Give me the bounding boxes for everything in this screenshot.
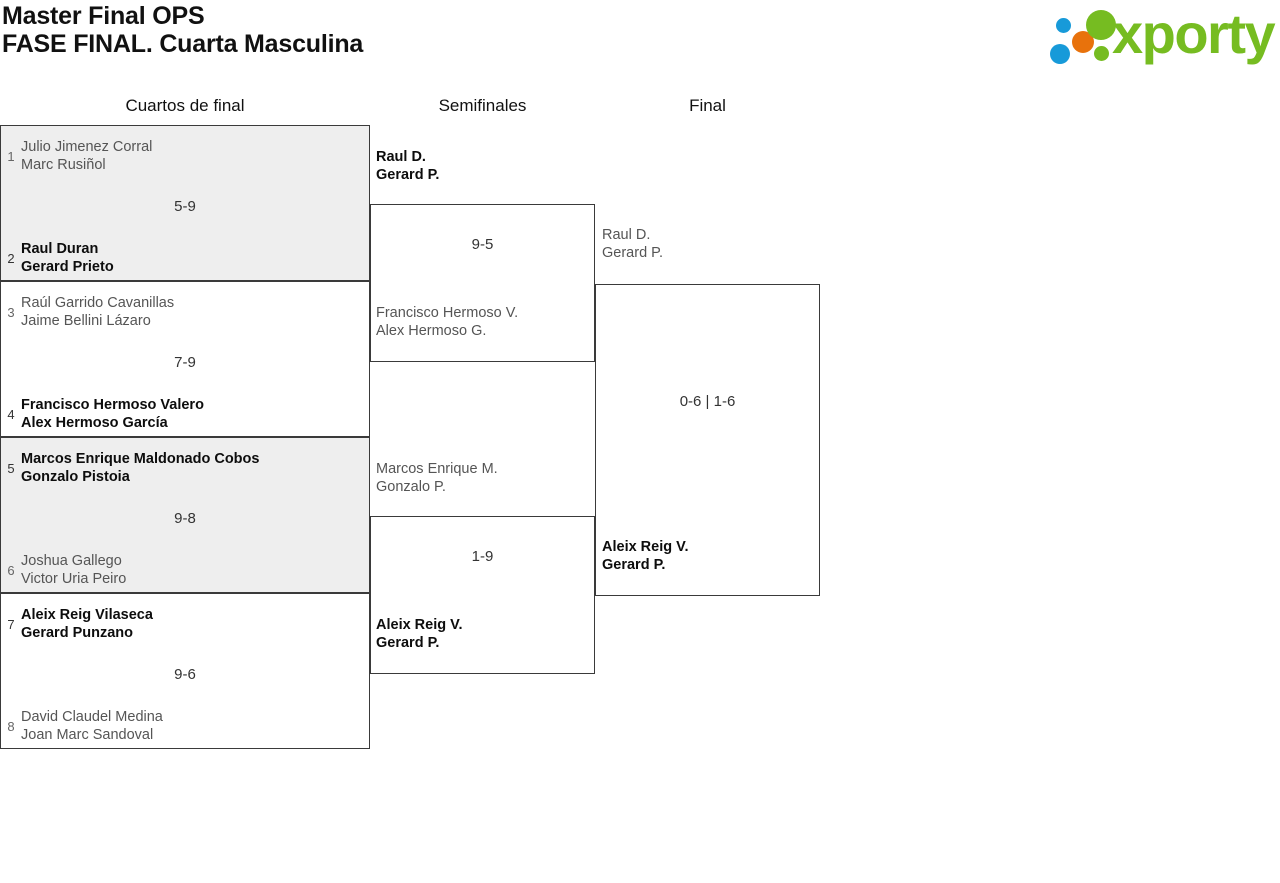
competitor-pair-top[interactable]: 1 Julio Jimenez Corral Marc Rusiñol — [1, 138, 152, 174]
player-name-1: David Claudel Medina — [21, 709, 163, 725]
player-name-1: Raul D. — [602, 227, 651, 243]
logo-dot-blue-small — [1056, 18, 1071, 33]
player-name-2: Gerard Punzano — [21, 625, 133, 641]
match-final[interactable]: 0-6 | 1-6 — [595, 284, 820, 596]
player-name-2: Gerard P. — [376, 635, 440, 651]
seed-number: 6 — [7, 562, 15, 578]
round-header-final: Final — [689, 96, 726, 115]
player-names: Julio Jimenez Corral Marc Rusiñol — [21, 138, 152, 174]
page-header: Master Final OPS FASE FINAL. Cuarta Masc… — [0, 0, 1280, 88]
competitor-pair-semifinal-2-bottom[interactable]: Aleix Reig V. Gerard P. — [376, 616, 463, 652]
competitor-pair-top[interactable]: 3 Raúl Garrido Cavanillas Jaime Bellini … — [1, 294, 174, 330]
competitor-pair-bottom[interactable]: 8 David Claudel Medina Joan Marc Sandova… — [1, 708, 163, 744]
player-name-1: Joshua Gallego — [21, 553, 122, 569]
competitor-pair-semifinal-1-bottom[interactable]: Francisco Hermoso V. Alex Hermoso G. — [376, 304, 518, 340]
player-name-2: Joan Marc Sandoval — [21, 727, 154, 743]
player-name-2: Alex Hermoso G. — [376, 323, 487, 339]
player-name-2: Gerard P. — [376, 167, 440, 183]
match-score: 5-9 — [174, 198, 196, 215]
player-name-2: Gonzalo Pistoia — [21, 469, 130, 485]
match-score: 0-6 | 1-6 — [679, 393, 736, 410]
seed-number: 7 — [7, 616, 15, 632]
seed-number: 3 — [7, 304, 15, 320]
player-name-1: Aleix Reig V. — [376, 617, 463, 633]
seed-number: 2 — [7, 250, 15, 266]
player-name-2: Gerard P. — [602, 557, 666, 573]
player-names: Marcos Enrique Maldonado Cobos Gonzalo P… — [21, 450, 259, 486]
round-header-semifinals: Semifinales — [438, 96, 527, 115]
competitor-pair-bottom[interactable]: 6 Joshua Gallego Victor Uria Peiro — [1, 552, 126, 588]
player-name-2: Alex Hermoso García — [21, 415, 168, 431]
match-score: 7-9 — [174, 354, 196, 371]
match-score: 1-9 — [471, 548, 494, 565]
match-quarterfinal-1[interactable]: 1 Julio Jimenez Corral Marc Rusiñol 5-9 … — [0, 125, 370, 281]
seed-number: 5 — [7, 460, 15, 476]
player-names: Joshua Gallego Victor Uria Peiro — [21, 552, 126, 588]
tournament-subtitle: FASE FINAL. Cuarta Masculina — [2, 30, 364, 58]
player-name-2: Marc Rusiñol — [21, 157, 106, 173]
seed-number: 4 — [7, 406, 15, 422]
player-name-2: Jaime Bellini Lázaro — [21, 313, 151, 329]
logo-dot-orange — [1072, 31, 1094, 53]
logo-dot-blue-large — [1050, 44, 1070, 64]
match-score: 9-8 — [174, 510, 196, 527]
competitor-pair-bottom[interactable]: 2 Raul Duran Gerard Prieto — [1, 240, 114, 276]
player-names: Aleix Reig Vilaseca Gerard Punzano — [21, 606, 153, 642]
player-name-1: Marcos Enrique M. — [376, 461, 498, 477]
player-names: David Claudel Medina Joan Marc Sandoval — [21, 708, 163, 744]
player-name-2: Victor Uria Peiro — [21, 571, 127, 587]
player-names: Raul Duran Gerard Prieto — [21, 240, 114, 276]
player-name-1: Francisco Hermoso V. — [376, 305, 519, 321]
player-name-1: Raul D. — [376, 149, 426, 165]
competitor-pair-final-top[interactable]: Raul D. Gerard P. — [602, 226, 663, 262]
round-header-quarterfinals: Cuartos de final — [125, 96, 245, 115]
logo-wordmark: xporty — [1112, 2, 1276, 65]
competitor-pair-bottom[interactable]: 4 Francisco Hermoso Valero Alex Hermoso … — [1, 396, 204, 432]
match-quarterfinal-4[interactable]: 7 Aleix Reig Vilaseca Gerard Punzano 9-6… — [0, 593, 370, 749]
competitor-pair-semifinal-2-top[interactable]: Marcos Enrique M. Gonzalo P. — [376, 460, 498, 496]
player-name-1: Marcos Enrique Maldonado Cobos — [21, 451, 260, 467]
seed-number: 1 — [7, 148, 15, 164]
player-name-1: Aleix Reig V. — [602, 539, 689, 555]
match-semifinal-1[interactable]: 9-5 — [370, 204, 595, 362]
player-name-2: Gerard Prieto — [21, 259, 114, 275]
player-name-2: Gerard P. — [602, 245, 663, 261]
match-score: 9-5 — [471, 236, 494, 253]
player-name-1: Julio Jimenez Corral — [21, 139, 153, 155]
competitor-pair-top[interactable]: 5 Marcos Enrique Maldonado Cobos Gonzalo… — [1, 450, 259, 486]
player-name-1: Raúl Garrido Cavanillas — [21, 295, 175, 311]
tournament-title: Master Final OPS — [2, 2, 205, 30]
competitor-pair-final-bottom[interactable]: Aleix Reig V. Gerard P. — [602, 538, 689, 574]
seed-number: 8 — [7, 718, 15, 734]
match-semifinal-2[interactable]: 1-9 — [370, 516, 595, 674]
match-score: 9-6 — [174, 666, 196, 683]
competitor-pair-semifinal-1-top[interactable]: Raul D. Gerard P. — [376, 148, 439, 184]
title-block: Master Final OPS FASE FINAL. Cuarta Masc… — [2, 2, 363, 58]
logo-dot-green-small — [1094, 46, 1109, 61]
player-name-2: Gonzalo P. — [376, 479, 446, 495]
player-name-1: Aleix Reig Vilaseca — [21, 607, 153, 623]
logo-dot-green-large — [1086, 10, 1116, 40]
player-names: Francisco Hermoso Valero Alex Hermoso Ga… — [21, 396, 204, 432]
xporty-dots-icon — [1050, 8, 1128, 64]
match-quarterfinal-2[interactable]: 3 Raúl Garrido Cavanillas Jaime Bellini … — [0, 281, 370, 437]
player-name-1: Francisco Hermoso Valero — [21, 397, 204, 413]
player-names: Raúl Garrido Cavanillas Jaime Bellini Lá… — [21, 294, 174, 330]
xporty-logo[interactable]: xporty — [1050, 2, 1276, 66]
match-quarterfinal-3[interactable]: 5 Marcos Enrique Maldonado Cobos Gonzalo… — [0, 437, 370, 593]
player-name-1: Raul Duran — [21, 241, 99, 257]
competitor-pair-top[interactable]: 7 Aleix Reig Vilaseca Gerard Punzano — [1, 606, 153, 642]
